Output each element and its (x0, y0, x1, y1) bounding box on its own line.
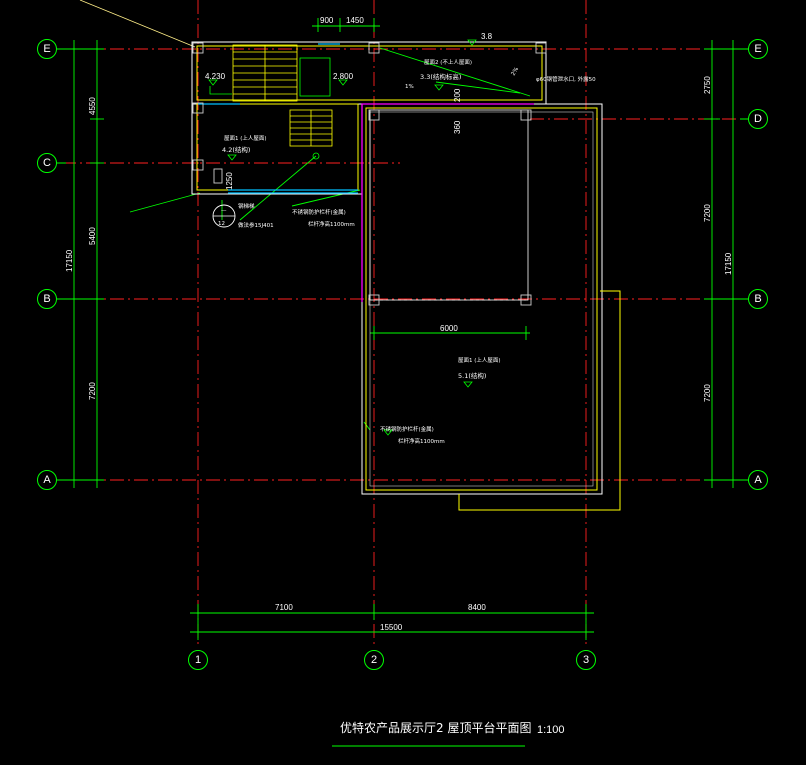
dim-1450: 1450 (346, 16, 364, 25)
drawing-scale: 1:100 (537, 724, 565, 736)
elevation-2-800: 2.800 (333, 72, 354, 81)
detail-number-bottom: 12 (218, 221, 225, 227)
magenta-roof-outline (361, 103, 534, 302)
dim-7100: 7100 (275, 603, 293, 612)
note-rail-1b: 栏杆净高1100mm (308, 220, 355, 228)
elevation-markers (208, 39, 477, 436)
elevation-4-230: 4.230 (205, 72, 226, 81)
dim-8400: 8400 (468, 603, 486, 612)
dim-2750: 2750 (703, 76, 712, 94)
axis-label-right-E: E (754, 43, 761, 55)
elevation-5-1: 5.1(结构) (458, 371, 486, 380)
note-roof-main: 屋面1 (上人屋面) (458, 356, 501, 364)
axis-label-left-A: A (43, 474, 51, 486)
note-slope-1: 1% (405, 84, 414, 90)
note-detail-ref: 做法参15J401 (238, 221, 274, 229)
dim-15500: 15500 (380, 623, 403, 632)
dim-7200-right-b: 7200 (703, 384, 712, 402)
detail-callout: — 12 (212, 204, 236, 228)
note-roof-top: 屋面2 (不上人屋面) (424, 58, 472, 66)
dim-5400: 5400 (88, 227, 97, 245)
structural-columns (192, 42, 547, 306)
axis-label-left-B: B (43, 293, 50, 305)
detail-number-top: — (221, 208, 227, 214)
axis-label-left-E: E (43, 43, 50, 55)
glazing (198, 43, 358, 194)
note-drain: φ60钢管泄水口, 外露50 (536, 75, 596, 83)
dim-200: 200 (453, 88, 462, 102)
dim-7200-left: 7200 (88, 382, 97, 400)
note-rail-2b: 栏杆净高1100mm (398, 437, 445, 445)
note-slope-2: 2% (511, 66, 521, 77)
dim-17150-left: 17150 (65, 249, 74, 272)
axis-grid-lines (62, 0, 740, 646)
axis-label-right-B: B (754, 293, 761, 305)
axis-label-2: 2 (371, 654, 377, 666)
dim-4550: 4550 (88, 97, 97, 115)
dimension-lines (66, 18, 740, 747)
note-stair: 钢梯梯 (238, 202, 255, 210)
dim-6000: 6000 (440, 324, 458, 333)
axis-label-right-A: A (754, 474, 762, 486)
elevation-4-2: 4.2(结构) (222, 145, 250, 154)
dim-900: 900 (320, 16, 334, 25)
dim-1250: 1250 (225, 172, 234, 190)
axis-label-1: 1 (195, 654, 201, 666)
note-rail-2a: 不锈钢防护栏杆(金属) (380, 425, 434, 433)
stair-treads (232, 44, 333, 147)
note-roof-left: 屋面1 (上人屋面) (224, 134, 267, 142)
dim-360: 360 (453, 120, 462, 134)
axis-label-right-D: D (754, 113, 762, 125)
landing-lines (209, 57, 331, 160)
dim-17150-right: 17150 (724, 252, 733, 275)
axis-label-3: 3 (583, 654, 589, 666)
dim-7200-right-a: 7200 (703, 204, 712, 222)
drawing-title: 优特农产品展示厅2 屋顶平台平面图 (340, 720, 531, 735)
elevation-3-3: 3.3(结构标高) (420, 72, 461, 81)
axis-bubbles (37, 39, 768, 670)
leader-line-top-left (79, 0, 196, 48)
elevation-3-8: 3.8 (481, 32, 493, 41)
axis-label-left-C: C (43, 157, 51, 169)
note-rail-1a: 不锈钢防护栏杆(金属) (292, 208, 346, 216)
